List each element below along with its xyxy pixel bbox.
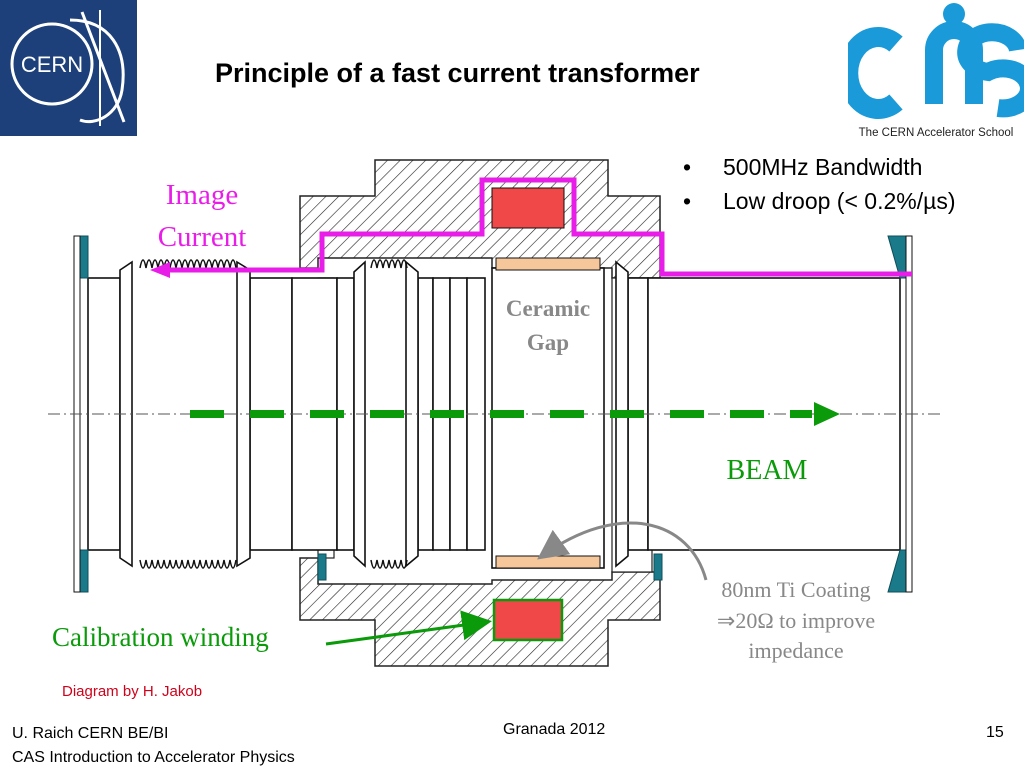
slide-title: Principle of a fast current transformer <box>215 58 700 88</box>
ceramic-gap-label: Ceramic <box>506 296 590 321</box>
diagram-credit: Diagram by H. Jakob <box>62 683 203 700</box>
beam-label: BEAM <box>727 455 808 486</box>
bullet-item-bandwidth: • 500MHz Bandwidth <box>683 150 956 184</box>
transformer-coil <box>491 187 565 229</box>
bullet-dot-icon: • <box>683 188 692 214</box>
ceramic-gap-label: Gap <box>527 330 569 355</box>
coating-label: impedance <box>748 638 843 663</box>
calibration-coil <box>492 598 564 642</box>
cern-logo-text: CERN <box>21 52 83 77</box>
coating-pointer <box>537 521 708 581</box>
image-current-arrow-icon <box>150 262 170 278</box>
calibration-winding-label: Calibration winding <box>52 622 269 652</box>
bullet-item-droop: • Low droop (< 0.2%/µs) <box>683 184 956 218</box>
calibration-pointer <box>325 610 492 646</box>
cern-logo-mark: CERN <box>0 0 137 136</box>
footer-left: U. Raich CERN BE/BI CAS Introduction to … <box>12 722 295 770</box>
transformer-diagram: Image Current Ceramic Gap BEAM 80nm Ti C… <box>0 140 1024 680</box>
cern-logo: CERN <box>0 0 137 136</box>
coating-label: 80nm Ti Coating <box>721 577 870 602</box>
transformer-cross-section: Image Current Ceramic Gap BEAM 80nm Ti C… <box>48 159 940 667</box>
footer-course: CAS Introduction to Accelerator Physics <box>12 749 295 766</box>
bullet-list: • 500MHz Bandwidth • Low droop (< 0.2%/µs) <box>683 150 956 218</box>
coating-label: ⇒20Ω to improve <box>717 608 875 633</box>
image-current-path <box>160 177 912 277</box>
footer-author: U. Raich CERN BE/BI <box>12 725 169 742</box>
page-number: 15 <box>986 724 1004 741</box>
image-current-label: Image <box>166 179 238 211</box>
image-current-label: Current <box>158 221 247 253</box>
footer-venue: Granada 2012 <box>503 721 606 738</box>
bullet-text: 500MHz Bandwidth <box>723 154 923 180</box>
bullet-dot-icon: • <box>683 154 692 180</box>
cas-logo-caption: The CERN Accelerator School <box>859 127 1014 139</box>
cas-logo-mark: The CERN Accelerator School <box>838 3 1024 139</box>
beam-arrow-icon <box>814 402 840 426</box>
cas-logo: The CERN Accelerator School <box>838 0 1024 144</box>
bullet-text: Low droop (< 0.2%/µs) <box>723 188 956 214</box>
